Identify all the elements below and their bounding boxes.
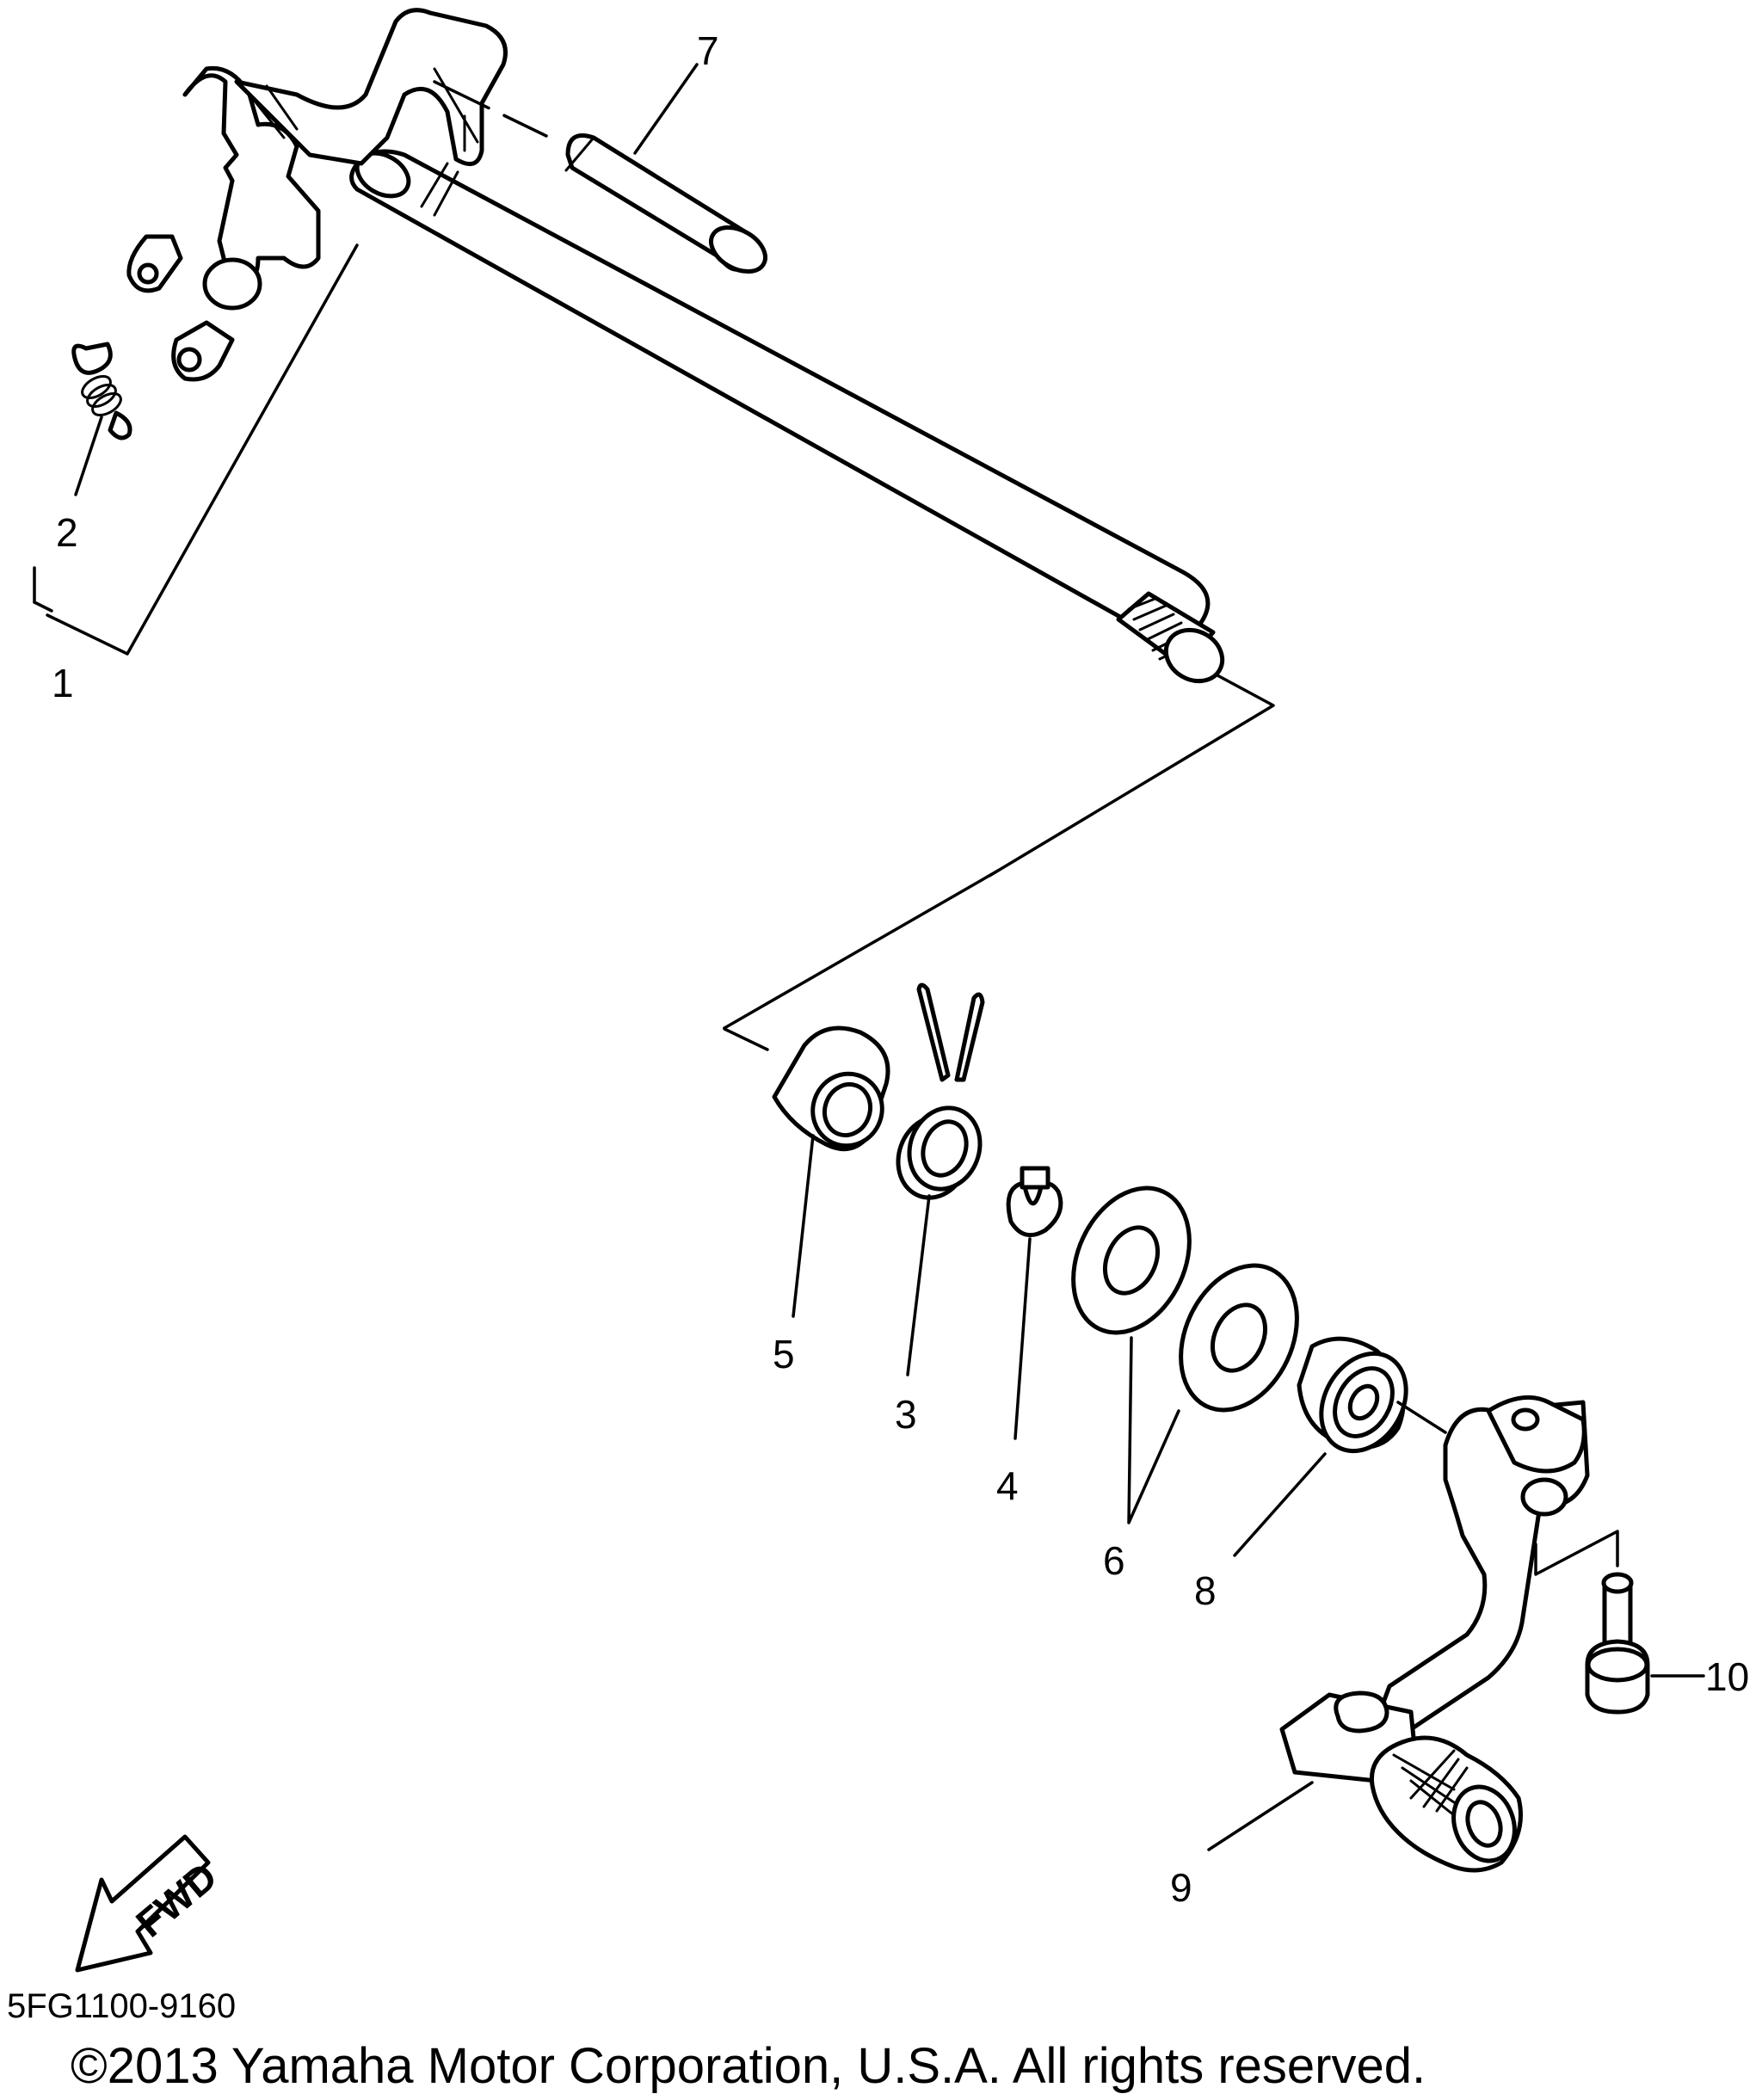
callout-8: 8 [1194,1568,1217,1613]
callout-6: 6 [1103,1538,1125,1583]
callout-1: 1 [52,661,74,705]
callout-3: 3 [895,1392,917,1437]
part-4-circlip [1006,1166,1063,1238]
part-2-spring [71,342,132,440]
part-6-washers [1071,1185,1299,1413]
part-9-shift-pedal [1279,1395,1590,1873]
copyright-notice: ©2013 Yamaha Motor Corporation, U.S.A. A… [71,2038,1426,2094]
part-1-shift-shaft [126,8,1225,684]
callout-7: 7 [697,28,719,73]
callout-5: 5 [773,1332,795,1376]
part-10-bolt [1585,1572,1650,1715]
fwd-arrow-icon: FWD [75,1834,225,1973]
callout-2: 2 [56,510,78,555]
document-code: 5FG1100-9160 [7,1987,237,2025]
part-5-collar [772,1025,890,1152]
part-8-bearing [1297,1336,1408,1454]
callout-10: 10 [1705,1654,1749,1699]
callout-9: 9 [1170,1865,1192,1910]
part-7-pin [564,133,767,274]
part-3-torsion-spring [896,982,985,1200]
callout-4: 4 [996,1463,1019,1508]
